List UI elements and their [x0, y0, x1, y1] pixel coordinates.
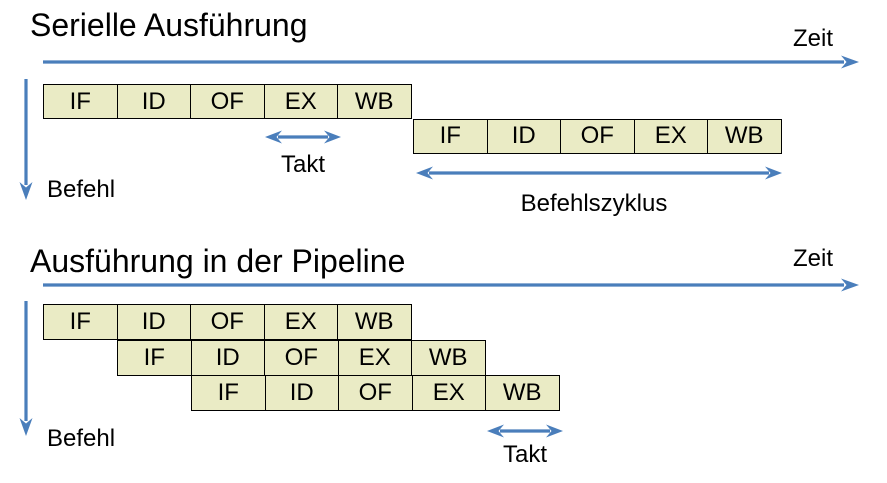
serial-clock-label: Takt — [280, 151, 325, 178]
stage-cell: ID — [118, 305, 191, 339]
stage-cell: OF — [561, 119, 635, 153]
pipeline-instruction-axis-arrow-icon — [19, 301, 33, 437]
pipeline-instruction-row-3: IF ID OF EX WB — [191, 375, 560, 411]
stage-cell: EX — [635, 119, 708, 153]
stage-cell: IF — [118, 340, 192, 375]
serial-instruction-axis-arrow-icon — [19, 79, 33, 201]
serial-clock-span-arrow-icon — [264, 130, 342, 144]
serial-instruction-row-1: IF ID OF EX WB — [43, 84, 412, 119]
serial-section-title: Serielle Ausführung — [30, 7, 308, 43]
stage-cell: ID — [192, 340, 265, 375]
serial-time-axis-label: Zeit — [793, 25, 834, 52]
stage-cell: OF — [339, 376, 413, 410]
pipeline-instruction-row-2: IF ID OF EX WB — [117, 339, 486, 376]
stage-cell: OF — [191, 85, 265, 118]
serial-cycle-span-arrow-icon — [415, 166, 783, 180]
serial-instruction-row-2: IF ID OF EX WB — [413, 118, 782, 154]
pipeline-section-title: Ausführung in der Pipeline — [30, 243, 406, 279]
stage-cell: IF — [414, 119, 488, 153]
pipeline-time-axis-arrow-icon — [43, 278, 860, 292]
stage-cell: ID — [266, 376, 339, 410]
stage-cell: WB — [428, 343, 468, 371]
stage-cell: WB — [354, 87, 394, 115]
pipeline-instruction-row-1: IF ID OF EX WB — [43, 304, 412, 340]
serial-instruction-axis-label: Befehl — [47, 176, 116, 203]
stage-cell: EX — [413, 376, 486, 410]
stage-cell: OF — [191, 305, 265, 339]
pipeline-clock-label: Takt — [502, 441, 547, 468]
stage-cell: ID — [488, 119, 561, 153]
stage-cell: EX — [265, 85, 338, 118]
serial-cycle-label: Befehlszyklus — [520, 190, 668, 217]
pipeline-clock-span-arrow-icon — [486, 424, 564, 438]
stage-cell: IF — [44, 305, 118, 339]
pipeline-instruction-axis-label: Befehl — [47, 425, 116, 452]
stage-cell: IF — [44, 85, 118, 118]
pipeline-time-axis-label: Zeit — [793, 245, 834, 272]
stage-cell: WB — [354, 308, 394, 335]
stage-cell: WB — [724, 122, 764, 149]
serial-time-axis-arrow-icon — [43, 55, 860, 69]
stage-cell: WB — [502, 379, 542, 406]
stage-cell: OF — [265, 340, 339, 375]
stage-cell: EX — [265, 305, 338, 339]
stage-cell: EX — [339, 340, 412, 375]
stage-cell: ID — [118, 85, 191, 118]
stage-cell: IF — [192, 376, 266, 410]
